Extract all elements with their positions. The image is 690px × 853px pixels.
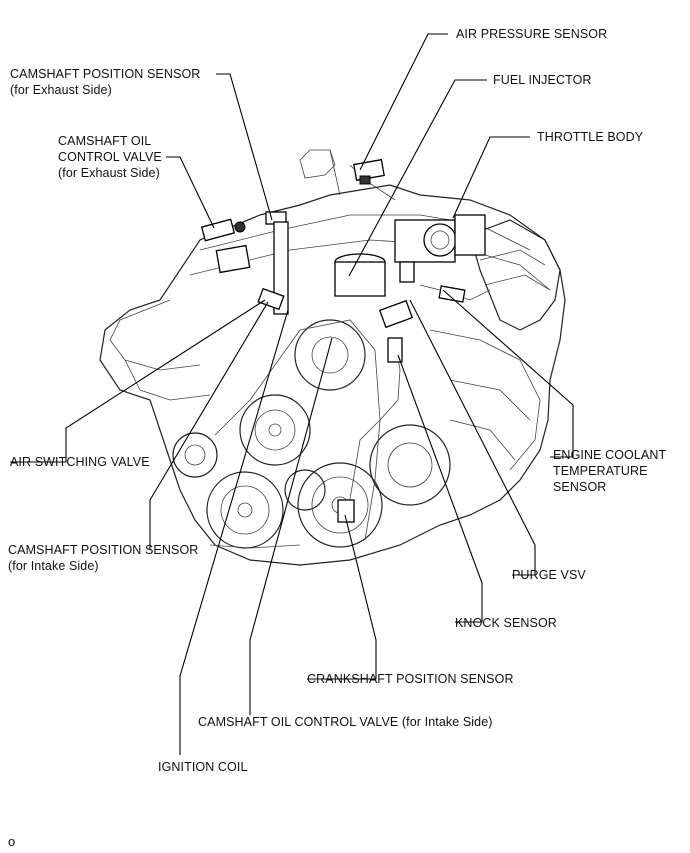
label-camshaft-oil-control-valve-exhaust: CAMSHAFT OIL CONTROL VALVE (for Exhaust … bbox=[58, 133, 162, 181]
leader-crankshaft-position-sensor bbox=[307, 514, 377, 680]
label-crankshaft-position-sensor: CRANKSHAFT POSITION SENSOR bbox=[307, 672, 514, 686]
figure-code: o bbox=[8, 834, 16, 849]
label-camshaft-oil-control-valve-intake: CAMSHAFT OIL CONTROL VALVE (for Intake S… bbox=[198, 715, 493, 729]
label-purge-vsv: PURGE VSV bbox=[512, 568, 586, 582]
label-air-pressure-sensor: AIR PRESSURE SENSOR bbox=[456, 27, 608, 41]
label-engine-coolant-temperature-sensor-line1: ENGINE COOLANT bbox=[553, 448, 667, 462]
label-ignition-coil: IGNITION COIL bbox=[158, 760, 248, 774]
leader-air-switching-valve bbox=[10, 299, 266, 463]
leader-fuel-injector bbox=[348, 79, 487, 277]
label-engine-coolant-temperature-sensor-line2: TEMPERATURE bbox=[553, 464, 648, 478]
air-pressure-sensor-part bbox=[353, 158, 385, 185]
air-switching-valve-part bbox=[215, 244, 251, 274]
label-camshaft-position-sensor-intake-line1: CAMSHAFT POSITION SENSOR bbox=[8, 543, 199, 557]
label-air-switching-valve: AIR SWITCHING VALVE bbox=[10, 455, 150, 469]
label-camshaft-position-sensor-exhaust: CAMSHAFT POSITION SENSOR (for Exhaust Si… bbox=[10, 66, 200, 98]
label-engine-coolant-temperature-sensor: ENGINE COOLANT TEMPERATURE SENSOR bbox=[553, 447, 666, 495]
camshaft-position-sensor-intake-part bbox=[257, 287, 285, 311]
throttle-body-part bbox=[394, 214, 486, 263]
label-camshaft-oil-control-valve-exhaust-line2: CONTROL VALVE bbox=[58, 150, 162, 164]
label-fuel-injector: FUEL INJECTOR bbox=[493, 73, 592, 87]
leader-purge-vsv bbox=[409, 299, 536, 576]
leader-throttle-body bbox=[452, 136, 530, 219]
engine-illustration bbox=[99, 149, 566, 566]
label-camshaft-position-sensor-intake: CAMSHAFT POSITION SENSOR (for Intake Sid… bbox=[8, 542, 198, 574]
leader-camshaft-oil-control-valve-intake bbox=[249, 337, 333, 715]
leader-camshaft-oil-control-valve-exhaust bbox=[166, 156, 215, 229]
leader-ignition-coil bbox=[179, 309, 289, 755]
label-camshaft-position-sensor-exhaust-line2: (for Exhaust Side) bbox=[10, 83, 112, 97]
knock-sensor-part bbox=[387, 337, 403, 363]
camshaft-position-sensor-exhaust-part bbox=[265, 211, 289, 315]
leader-knock-sensor bbox=[397, 354, 483, 623]
leader-camshaft-position-sensor-intake bbox=[149, 301, 269, 550]
label-engine-coolant-temperature-sensor-line3: SENSOR bbox=[553, 480, 607, 494]
leader-engine-coolant-temperature-sensor bbox=[442, 289, 574, 458]
purge-vsv-part bbox=[378, 261, 415, 329]
label-camshaft-position-sensor-intake-line2: (for Intake Side) bbox=[8, 559, 99, 573]
crankshaft-position-sensor-part bbox=[337, 499, 355, 523]
label-camshaft-oil-control-valve-exhaust-line3: (for Exhaust Side) bbox=[58, 166, 160, 180]
leader-lines bbox=[10, 33, 574, 755]
label-throttle-body: THROTTLE BODY bbox=[537, 130, 644, 144]
camshaft-oil-control-valve-exhaust-part bbox=[200, 218, 246, 242]
label-knock-sensor: KNOCK SENSOR bbox=[455, 616, 557, 630]
label-camshaft-position-sensor-exhaust-line1: CAMSHAFT POSITION SENSOR bbox=[10, 67, 201, 81]
label-camshaft-oil-control-valve-exhaust-line1: CAMSHAFT OIL bbox=[58, 134, 152, 148]
fuel-injector-part bbox=[334, 253, 386, 297]
engine-coolant-temperature-sensor-part bbox=[438, 285, 466, 303]
leader-air-pressure-sensor bbox=[359, 33, 448, 171]
leader-camshaft-position-sensor-exhaust bbox=[216, 73, 273, 221]
